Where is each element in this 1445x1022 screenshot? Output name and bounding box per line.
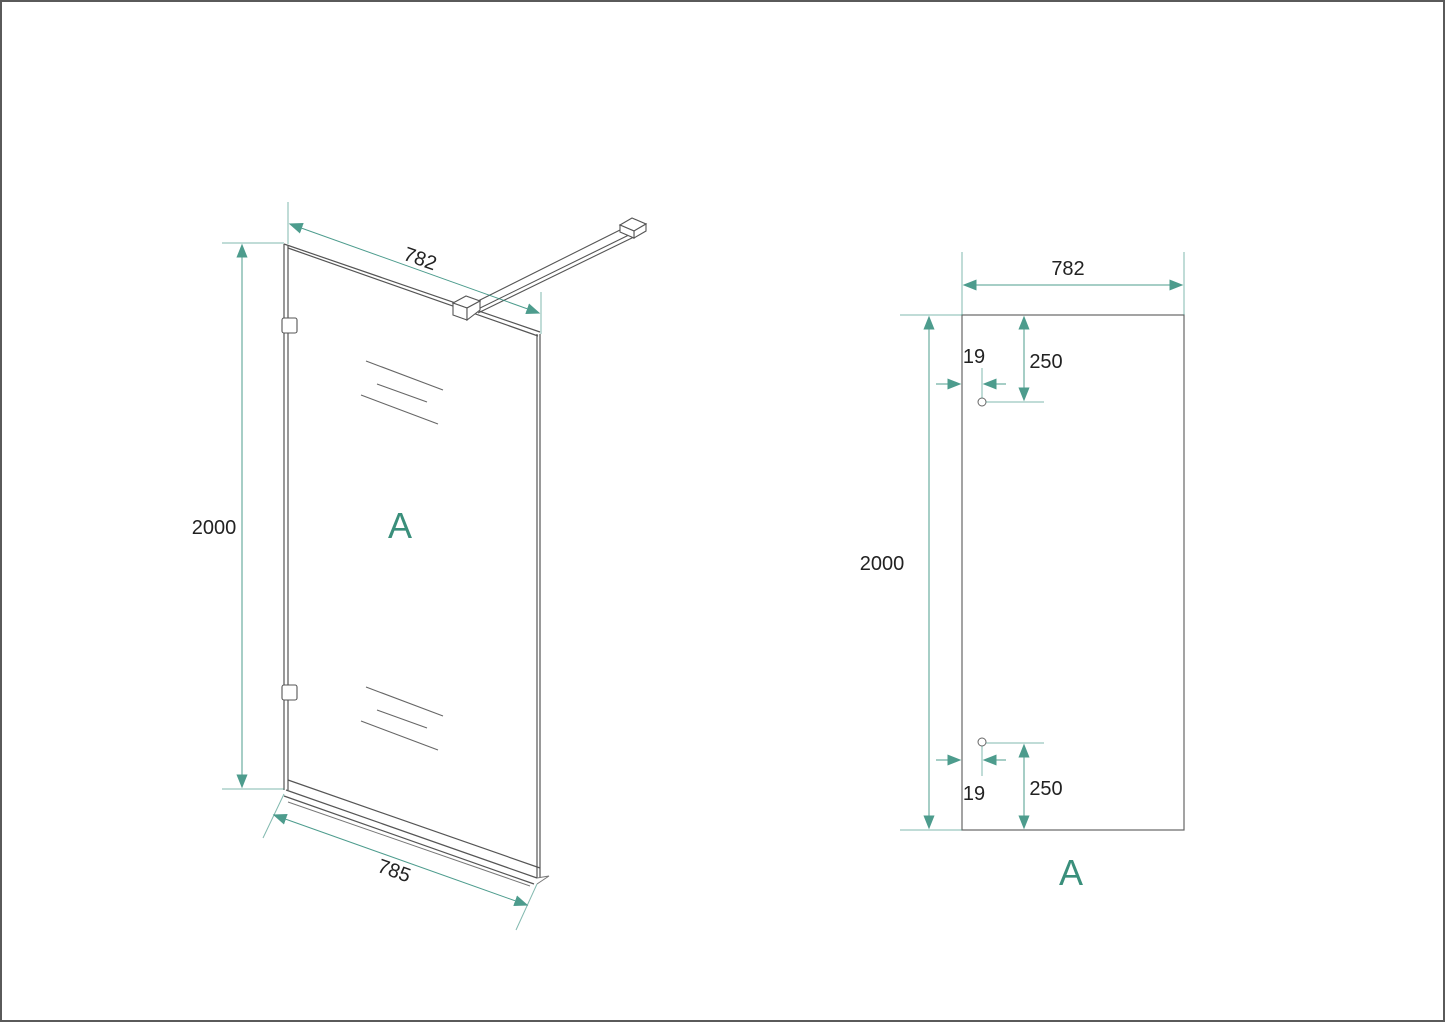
isometric-view: A 2000 782 785 (192, 202, 648, 931)
height-value-isometric: 2000 (192, 517, 237, 539)
bottom-width-dimension-isometric: 785 (262, 793, 538, 931)
panel-label-isometric: A (388, 505, 412, 546)
front-view: 782 2000 19 250 19 (860, 252, 1185, 893)
panel-label-front: A (1059, 852, 1083, 893)
mounting-hole-bottom (977, 737, 987, 747)
glass-panel (283, 243, 541, 878)
wall-bracket-top (281, 317, 298, 334)
bottom-hole-x-value: 19 (963, 783, 985, 805)
wall-bracket-bottom (281, 684, 298, 701)
bottom-hole-x-dimension: 19 (936, 746, 1006, 805)
height-value-front: 2000 (860, 553, 905, 575)
top-width-dimension-isometric: 782 (287, 202, 542, 334)
bottom-hole-y-dimension: 250 (986, 742, 1063, 830)
top-hole-x-value: 19 (963, 346, 985, 368)
stabilizer-bar (451, 217, 648, 322)
top-hole-y-dimension: 250 (986, 315, 1063, 403)
glass-reflection-top (360, 360, 444, 425)
top-hole-x-dimension: 19 (936, 346, 1006, 398)
mounting-hole-top (977, 397, 987, 407)
glass-reflection-bottom (360, 686, 444, 751)
height-dimension-front: 2000 (860, 314, 962, 831)
top-width-value-isometric: 782 (401, 243, 440, 275)
glass-panel-front (961, 314, 1185, 831)
bottom-width-value-isometric: 785 (375, 855, 414, 887)
height-dimension-isometric: 2000 (192, 242, 284, 790)
width-value-front: 782 (1051, 258, 1084, 280)
width-dimension-front: 782 (961, 252, 1185, 315)
top-hole-y-value: 250 (1029, 351, 1062, 373)
bottom-hole-y-value: 250 (1029, 778, 1062, 800)
